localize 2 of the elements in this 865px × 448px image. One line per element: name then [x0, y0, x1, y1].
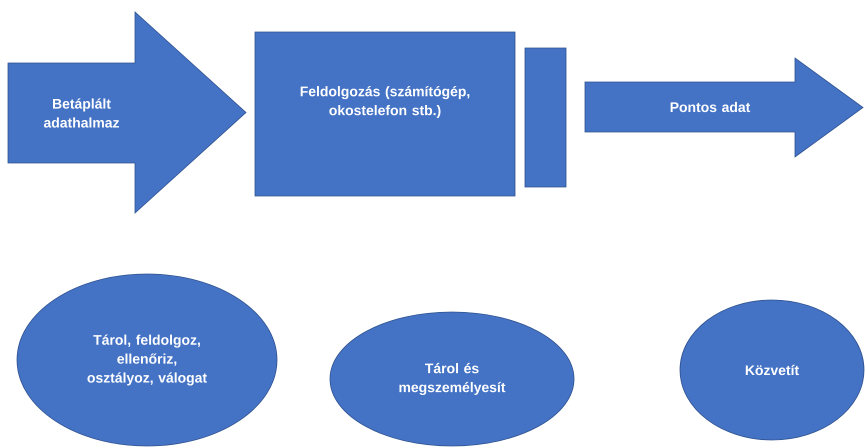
bar [524, 48, 566, 188]
process-box: Feldolgozás (számítógép, okostelefon stb.) [254, 32, 516, 196]
